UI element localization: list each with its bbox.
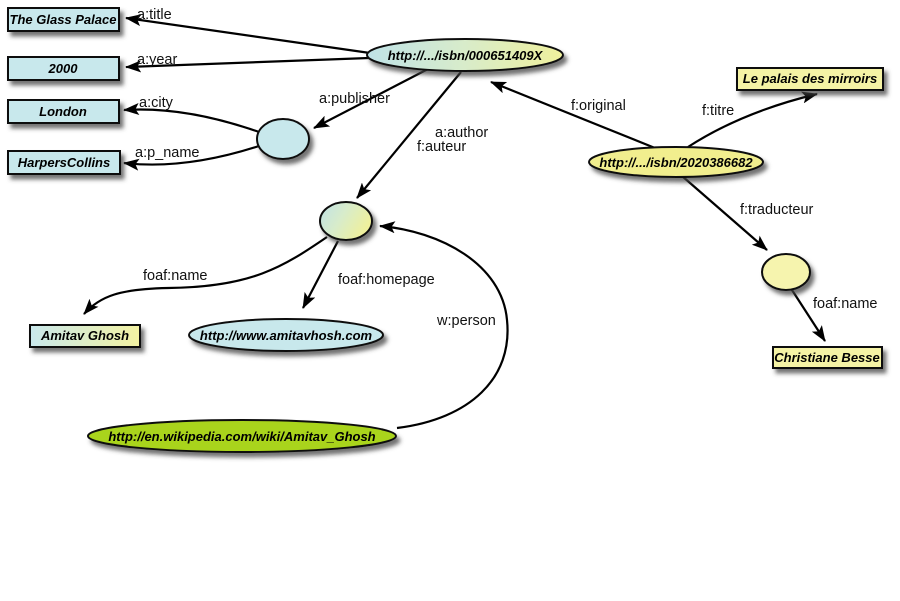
edge-label-a-city: a:city — [139, 95, 174, 111]
blank-node-translator-ellipse — [761, 253, 811, 291]
edge-f-original — [490, 80, 656, 150]
literal-translator: Christiane Besse — [772, 346, 883, 369]
edge-labels: a:title a:year a:city a:p_name a:publish… — [135, 7, 878, 329]
literal-box-translator — [772, 346, 883, 369]
literal-box-publisher — [7, 150, 121, 175]
edge-label-w-person: w:person — [436, 313, 496, 329]
blank-node-publisher-ellipse — [256, 118, 310, 160]
edge-label-f-auteur: f:auteur — [417, 139, 466, 155]
edge-a-author — [356, 71, 462, 199]
node-ellipse-isbn-en — [366, 38, 564, 72]
literal-label-publisher: HarpersCollins — [18, 155, 110, 170]
edge-foaf-name-translator — [791, 289, 826, 342]
literal-label-title-fr: Le palais des mirroirs — [743, 71, 877, 86]
literal-author: Amitav Ghosh — [29, 324, 141, 348]
literal-box-title-fr — [736, 67, 884, 91]
literal-publisher: HarpersCollins — [7, 150, 121, 175]
edge-label-a-author: a:author — [435, 125, 488, 141]
literal-title-fr: Le palais des mirroirs — [736, 67, 884, 91]
node-label-homepage: http://www.amitavhosh.com — [200, 328, 373, 343]
blank-node-person — [319, 201, 373, 241]
node-ellipse-wikipedia — [87, 419, 397, 453]
edge-f-traducteur — [681, 175, 768, 251]
edge-a-title — [125, 14, 371, 55]
blank-node-person-ellipse — [319, 201, 373, 241]
node-isbn-en: http://.../isbn/000651409X — [366, 38, 564, 72]
node-label-wikipedia: http://en.wikipedia.com/wiki/Amitav_Ghos… — [108, 429, 375, 444]
literal-box-city — [7, 99, 120, 124]
node-homepage: http://www.amitavhosh.com — [188, 318, 384, 352]
edge-label-foaf-name-translator: foaf:name — [813, 296, 878, 312]
edge-label-a-year: a:year — [137, 52, 177, 68]
edge-label-foaf-homepage: foaf:homepage — [338, 272, 435, 288]
node-ellipse-homepage — [188, 318, 384, 352]
edge-label-a-publisher: a:publisher — [319, 91, 390, 107]
edge-a-publisher — [313, 68, 429, 129]
literal-label-translator: Christiane Besse — [774, 350, 880, 365]
literal-box-year — [7, 56, 120, 81]
edge-a-city — [123, 103, 260, 134]
edge-label-f-original: f:original — [571, 98, 626, 114]
blank-node-translator — [761, 253, 811, 291]
node-label-isbn-fr: http://.../isbn/2020386682 — [599, 155, 753, 170]
literal-box-title-en — [7, 7, 120, 32]
edge-foaf-homepage — [302, 240, 339, 309]
edge-label-a-title: a:title — [137, 7, 172, 23]
literal-city: London — [7, 99, 120, 124]
edges — [83, 14, 826, 430]
literal-label-city: London — [39, 104, 87, 119]
blank-node-publisher — [256, 118, 310, 160]
edge-label-f-titre: f:titre — [702, 103, 734, 119]
edge-foaf-name-author — [83, 236, 328, 315]
literal-label-title-en: The Glass Palace — [10, 12, 117, 27]
edge-f-titre — [687, 91, 818, 148]
edge-label-f-traducteur: f:traducteur — [740, 202, 814, 218]
literal-label-year: 2000 — [48, 61, 79, 76]
edge-w-person — [379, 221, 509, 430]
node-isbn-fr: http://.../isbn/2020386682 — [588, 146, 764, 178]
edge-a-p-name — [123, 144, 260, 171]
literal-label-author: Amitav Ghosh — [40, 328, 129, 343]
node-label-isbn-en: http://.../isbn/000651409X — [388, 48, 544, 63]
literal-year: 2000 — [7, 56, 120, 81]
edge-label-foaf-name-author: foaf:name — [143, 268, 208, 284]
node-wikipedia: http://en.wikipedia.com/wiki/Amitav_Ghos… — [87, 419, 397, 453]
edge-label-a-p-name: a:p_name — [135, 145, 200, 161]
node-ellipse-isbn-fr — [588, 146, 764, 178]
literal-title-en: The Glass Palace — [7, 7, 120, 32]
edge-a-year — [125, 56, 370, 73]
literal-box-author — [29, 324, 141, 348]
